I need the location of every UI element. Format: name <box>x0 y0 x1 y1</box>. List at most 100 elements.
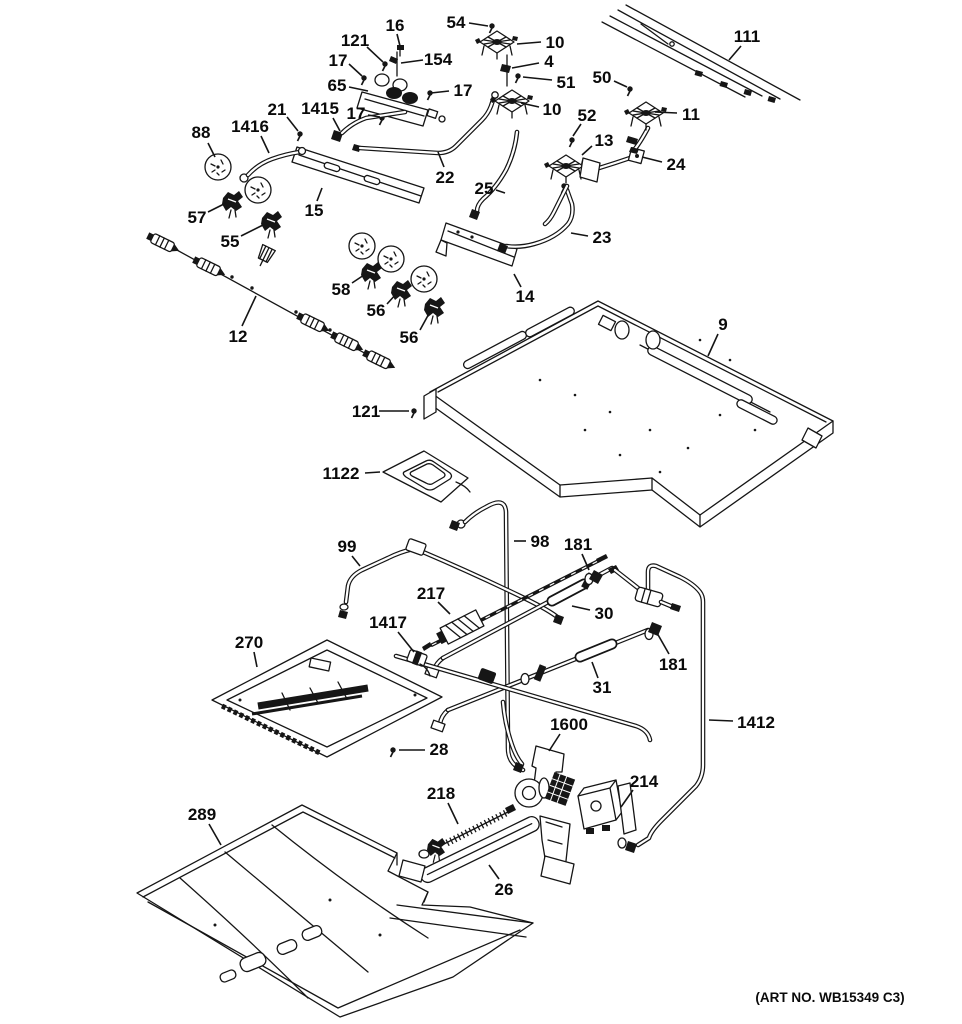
callout-label-54: 54 <box>447 13 466 32</box>
callout-line-22 <box>437 151 445 168</box>
callout-line-99 <box>351 555 361 567</box>
callout-line-10 <box>520 102 540 108</box>
part-55-valve <box>260 210 283 239</box>
part-14-rail <box>435 222 518 267</box>
callout-label-121: 121 <box>352 402 380 421</box>
callout-line-21 <box>286 116 299 132</box>
callout-label-1416: 1416 <box>231 117 269 136</box>
part-1600-regulator <box>514 745 576 808</box>
callout-line-1416 <box>260 135 270 154</box>
callout-line-52 <box>572 123 582 137</box>
part-22-tube <box>352 91 499 156</box>
callout-label-52: 52 <box>578 106 597 125</box>
callout-line-111 <box>728 45 742 61</box>
callout-line-17 <box>430 90 450 94</box>
part-111-tube-set <box>601 4 801 103</box>
part-65-valve-assembly <box>356 73 429 127</box>
part-181-fitting-lower <box>644 622 662 641</box>
fitting-elbow-mid <box>477 668 525 773</box>
callout-label-28: 28 <box>430 740 449 759</box>
part-1122-plate <box>382 450 471 503</box>
screw-54 <box>488 22 496 34</box>
callout-line-289 <box>208 823 222 846</box>
part-58-cap <box>348 232 376 260</box>
callout-label-58: 58 <box>332 280 351 299</box>
callout-label-17: 17 <box>347 104 366 123</box>
callout-label-88: 88 <box>192 123 211 142</box>
callout-line-1415 <box>332 117 341 132</box>
callout-label-181: 181 <box>564 535 592 554</box>
callout-label-121: 121 <box>341 31 369 50</box>
callout-label-14: 14 <box>516 287 535 306</box>
part-1415-tube <box>331 109 408 142</box>
screw-121-mid <box>410 407 418 419</box>
callout-label-12: 12 <box>229 327 248 346</box>
part-56-valve-a <box>390 279 413 308</box>
callout-label-289: 289 <box>188 805 216 824</box>
callout-label-111: 111 <box>734 27 761 46</box>
callout-label-154: 154 <box>424 50 453 69</box>
callout-line-24 <box>641 156 663 163</box>
screw-28 <box>389 746 397 758</box>
callout-line-4 <box>511 62 540 69</box>
callout-label-21: 21 <box>268 100 287 119</box>
callout-label-15: 15 <box>305 201 324 220</box>
part-56-cap-a <box>377 245 405 273</box>
callout-label-214: 214 <box>630 772 659 791</box>
part-289-panel <box>136 804 534 1018</box>
part-56-cap-b <box>410 265 438 293</box>
callout-label-99: 99 <box>338 537 357 556</box>
callout-line-214 <box>620 789 634 808</box>
callout-line-181 <box>656 632 670 655</box>
callout-line-56 <box>419 309 432 331</box>
callout-label-1600: 1600 <box>550 715 588 734</box>
screw-51 <box>514 72 522 84</box>
screw-17b <box>426 89 434 101</box>
callout-label-17: 17 <box>329 51 348 70</box>
callout-label-23: 23 <box>593 228 612 247</box>
callout-line-14 <box>513 273 522 288</box>
part-98-tube <box>449 500 526 773</box>
callout-label-17: 17 <box>454 81 473 100</box>
callout-label-24: 24 <box>667 155 686 174</box>
part-23-tube <box>497 182 575 254</box>
part-31-tube <box>430 627 651 733</box>
part-217-electrode <box>422 554 608 651</box>
callout-line-11 <box>654 111 678 114</box>
callout-line-270 <box>253 651 258 668</box>
callout-label-31: 31 <box>593 678 612 697</box>
callout-line-1412 <box>708 719 734 722</box>
callout-line-54 <box>468 22 489 27</box>
callout-label-56: 56 <box>367 301 386 320</box>
pin-16 <box>397 45 404 57</box>
fitting-near-22 <box>426 108 446 123</box>
part-99-tube <box>338 538 564 625</box>
callout-label-10: 10 <box>546 33 565 52</box>
callout-line-217 <box>437 601 451 615</box>
callout-label-217: 217 <box>417 584 445 603</box>
callout-label-16: 16 <box>386 16 405 35</box>
part-214-valve <box>577 779 637 835</box>
part-11-burner <box>623 101 668 131</box>
callout-line-51 <box>522 76 553 81</box>
part-26-burner-tube <box>398 815 575 885</box>
callout-label-51: 51 <box>557 73 576 92</box>
part-1416-tube <box>239 146 307 183</box>
callout-label-30: 30 <box>595 604 614 623</box>
part-12-harness <box>144 230 399 374</box>
callout-line-56 <box>386 292 398 305</box>
screw-17a <box>360 74 368 86</box>
callout-label-98: 98 <box>531 532 550 551</box>
callout-label-25: 25 <box>475 179 494 198</box>
screw-52 <box>568 136 576 148</box>
callout-line-1417 <box>397 631 415 653</box>
part-1417-fitting <box>406 649 431 677</box>
part-154-pin <box>389 51 398 77</box>
callout-line-17 <box>367 114 381 118</box>
callout-line-181 <box>581 553 590 571</box>
part-10-burner-top <box>474 30 519 60</box>
screw-50 <box>626 85 634 97</box>
part-manifold-rail <box>393 653 653 743</box>
